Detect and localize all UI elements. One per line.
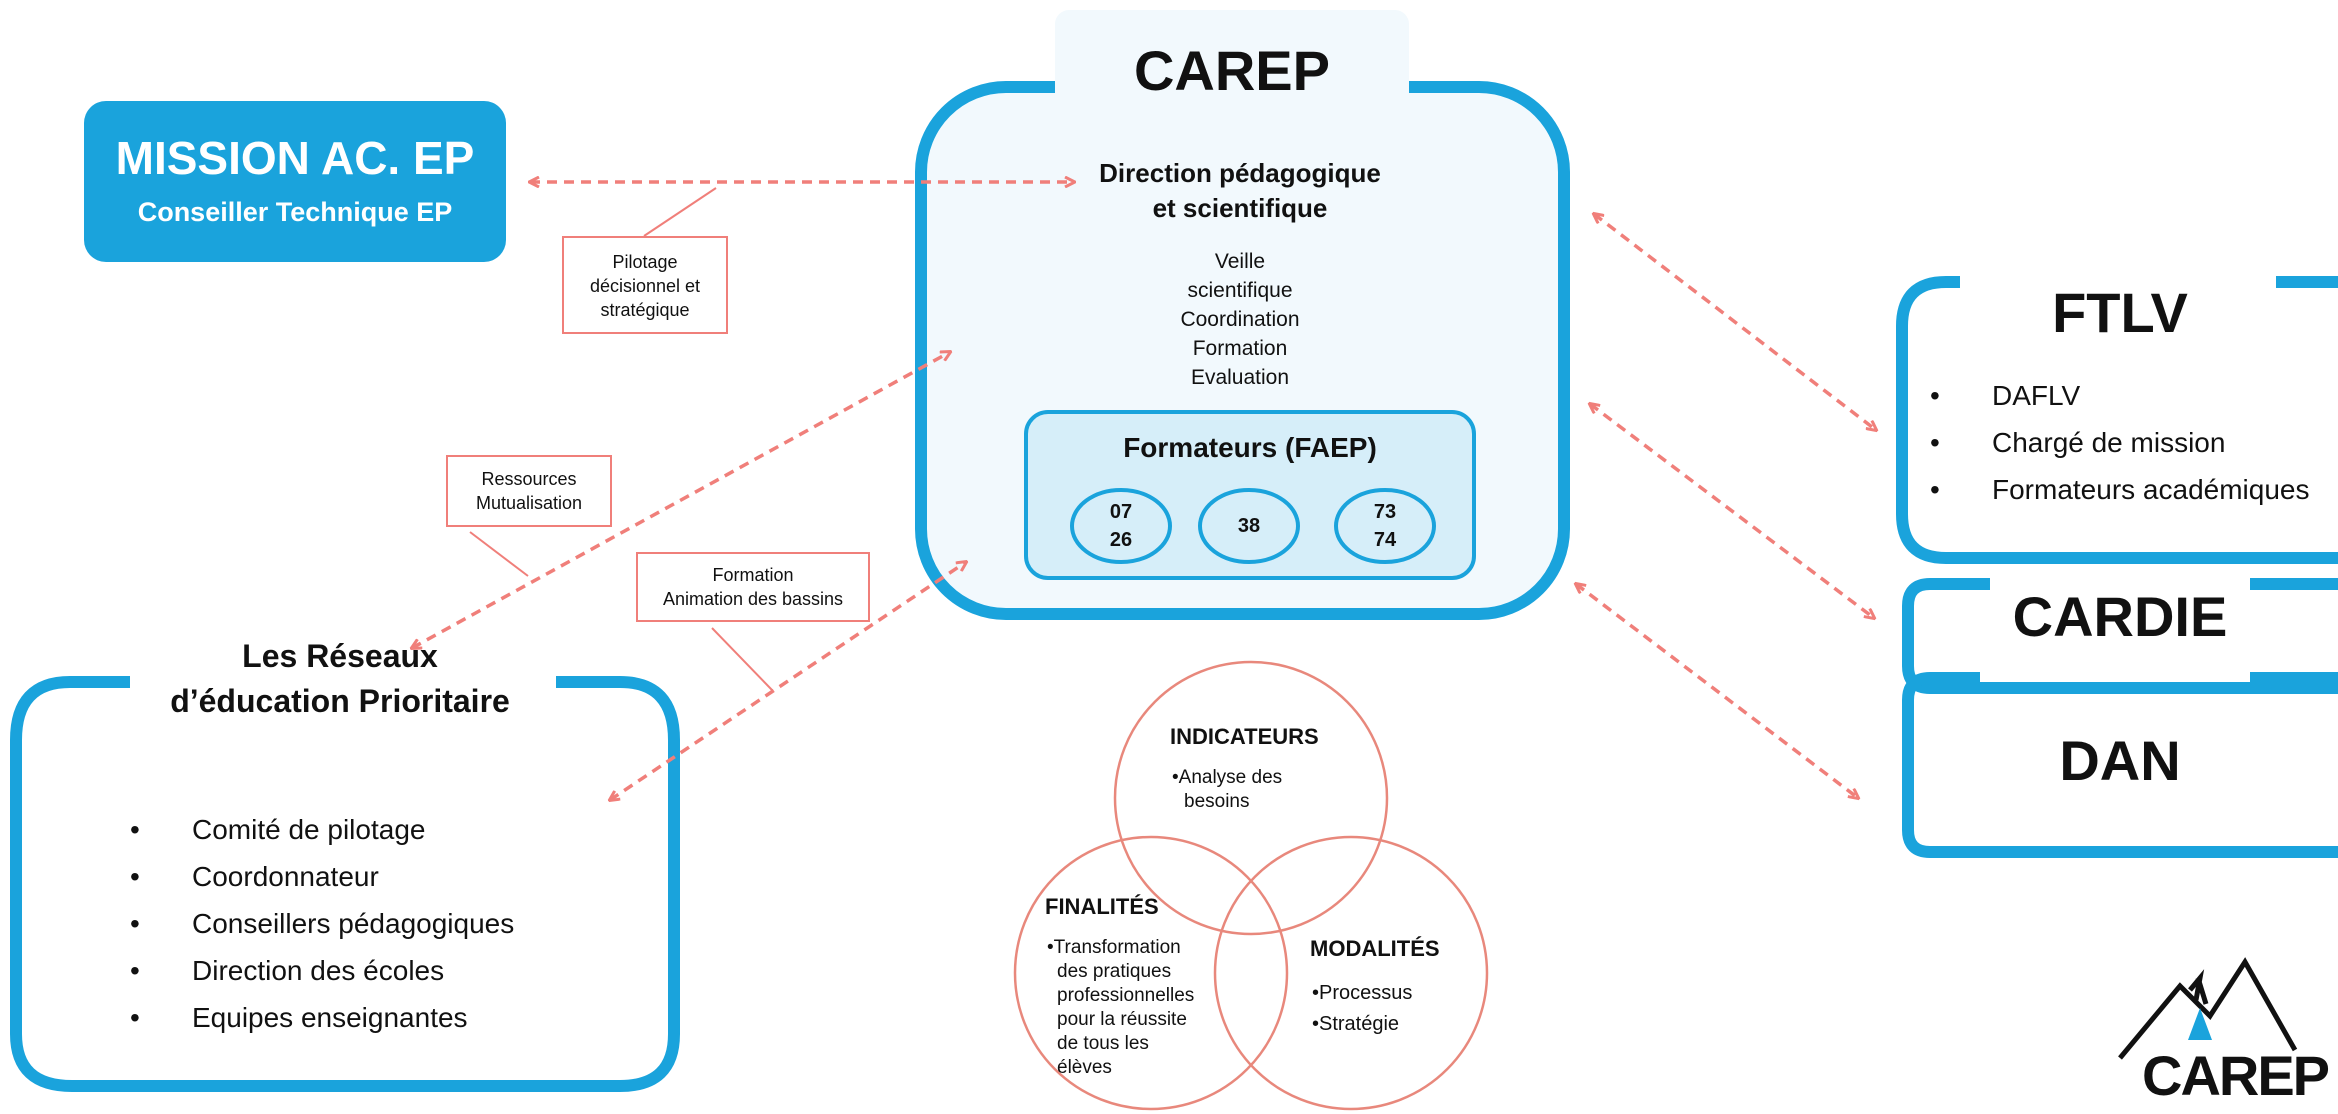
label-line: Pilotage bbox=[612, 252, 678, 272]
venn-text-line: •Analyse des bbox=[1172, 767, 1283, 788]
cardie-title: CARDIE bbox=[2012, 585, 2228, 648]
venn-circle-modalites bbox=[1213, 835, 1489, 1111]
mission-box: MISSION AC. EP Conseiller Technique EP bbox=[84, 101, 506, 262]
bullet: • bbox=[130, 955, 140, 986]
dept-number: 07 bbox=[1109, 501, 1133, 523]
carep-direction-line: Direction pédagogique bbox=[1099, 158, 1381, 188]
venn-text-indicateurs: •Analyse des besoins bbox=[1172, 766, 1282, 814]
label-line: stratégique bbox=[600, 300, 690, 320]
carep-direction: Direction pédagogique et scientifique bbox=[1040, 156, 1440, 226]
venn-text-line: •Transformation bbox=[1047, 937, 1181, 958]
arrow-reseaux-carep-1 bbox=[412, 352, 950, 648]
dan-box bbox=[1902, 672, 2338, 858]
venn-text-line: pour la réussite bbox=[1057, 1009, 1187, 1030]
carep-mission-line: Coordination bbox=[1180, 308, 1300, 331]
venn-text-line: •Stratégie bbox=[1312, 1013, 1400, 1035]
cardie-box bbox=[1902, 578, 2338, 694]
carep-mission-line: Evaluation bbox=[1190, 366, 1290, 389]
dept-number: 73 bbox=[1373, 501, 1397, 523]
dept-ellipse-1 bbox=[1070, 488, 1172, 564]
carep-mission-line: Formation bbox=[1192, 337, 1288, 360]
mission-subtitle: Conseiller Technique EP bbox=[137, 197, 453, 227]
label-pilotage: Pilotage décisionnel et stratégique bbox=[562, 236, 728, 334]
connector-formation bbox=[711, 627, 773, 691]
label-line: Formation bbox=[712, 565, 794, 585]
carep-title: CAREP bbox=[1133, 39, 1331, 102]
venn-circle-finalites bbox=[1013, 835, 1289, 1111]
carep-logo-hand bbox=[2188, 1008, 2212, 1040]
label-line: Ressources bbox=[481, 469, 577, 489]
dept-number: 26 bbox=[1109, 529, 1133, 551]
reseaux-title-line: d’éducation Prioritaire bbox=[170, 683, 510, 719]
venn-text-line: •Processus bbox=[1312, 982, 1413, 1004]
faep-title: Formateurs (FAEP) bbox=[1123, 432, 1377, 463]
reseaux-item-label: Coordonnateur bbox=[192, 861, 379, 892]
reseaux-item-label: Direction des écoles bbox=[192, 955, 445, 986]
bullet: • bbox=[130, 814, 140, 845]
ftlv-title: FTLV bbox=[2052, 281, 2188, 344]
arrow-carep-cardie bbox=[1590, 404, 1874, 618]
reseaux-title: Les Réseaux d’éducation Prioritaire bbox=[140, 634, 540, 724]
venn-title-indicateurs: INDICATEURS bbox=[1170, 724, 1319, 749]
ftlv-item-label: Formateurs académiques bbox=[1992, 474, 2310, 505]
reseaux-title-line: Les Réseaux bbox=[242, 638, 438, 674]
connector-ressources bbox=[469, 531, 529, 577]
ftlv-item-label: Chargé de mission bbox=[1992, 427, 2226, 458]
carep-logo-icon bbox=[2118, 957, 2298, 1060]
label-ressources: Ressources Mutualisation bbox=[446, 455, 612, 527]
venn-text-line: élèves bbox=[1057, 1057, 1112, 1078]
dept-label: 38 bbox=[1199, 512, 1299, 540]
bullet: • bbox=[130, 908, 140, 939]
label-formation: Formation Animation des bassins bbox=[636, 552, 870, 622]
dept-label: 73 74 bbox=[1335, 498, 1435, 554]
bullet: • bbox=[130, 861, 140, 892]
venn-text-line: besoins bbox=[1184, 791, 1250, 812]
dept-ellipse-2 bbox=[1198, 488, 1300, 564]
venn-text-finalites: •Transformation des pratiques profession… bbox=[1047, 936, 1194, 1080]
carep-direction-line: et scientifique bbox=[1152, 193, 1328, 223]
arrow-carep-ftlv bbox=[1594, 214, 1876, 430]
label-line: Animation des bassins bbox=[662, 589, 844, 609]
venn-text-line: des pratiques bbox=[1057, 961, 1172, 982]
ftlv-item-label: DAFLV bbox=[1992, 380, 2081, 411]
carep-mission-line: Veille bbox=[1214, 250, 1266, 273]
reseaux-item-label: Equipes enseignantes bbox=[192, 1002, 468, 1033]
label-line: décisionnel et bbox=[589, 276, 701, 296]
connector-pilotage bbox=[643, 187, 717, 237]
venn-title-finalites: FINALITÉS bbox=[1045, 894, 1159, 919]
carep-logo: CAREP bbox=[2142, 1044, 2330, 1107]
venn-text-modalites: •Processus •Stratégie bbox=[1312, 978, 1412, 1040]
arrow-reseaux-carep-2 bbox=[610, 562, 966, 800]
dept-number: 38 bbox=[1237, 515, 1261, 537]
label-line: Mutualisation bbox=[475, 493, 583, 513]
bullet: • bbox=[1930, 427, 1940, 458]
venn-text-line: de tous les bbox=[1057, 1033, 1149, 1054]
bullet: • bbox=[130, 1002, 140, 1033]
carep-mission-line: scientifique bbox=[1187, 279, 1293, 302]
arrow-carep-dan bbox=[1576, 584, 1858, 798]
reseaux-item-label: Comité de pilotage bbox=[192, 814, 426, 845]
venn-circle-indicateurs bbox=[1113, 660, 1389, 936]
dept-ellipse-3 bbox=[1334, 488, 1436, 564]
dept-number: 74 bbox=[1373, 529, 1397, 551]
reseaux-item-label: Conseillers pédagogiques bbox=[192, 908, 515, 939]
bullet: • bbox=[1930, 380, 1940, 411]
venn-title-modalites: MODALITÉS bbox=[1310, 936, 1440, 961]
carep-title-tab bbox=[1055, 10, 1409, 120]
dept-label: 07 26 bbox=[1071, 498, 1171, 554]
ftlv-box bbox=[1896, 276, 2338, 564]
dan-title: DAN bbox=[2059, 729, 2181, 792]
venn-text-line: professionnelles bbox=[1057, 985, 1195, 1006]
mission-title: MISSION AC. EP bbox=[115, 132, 475, 184]
bullet: • bbox=[1930, 474, 1940, 505]
